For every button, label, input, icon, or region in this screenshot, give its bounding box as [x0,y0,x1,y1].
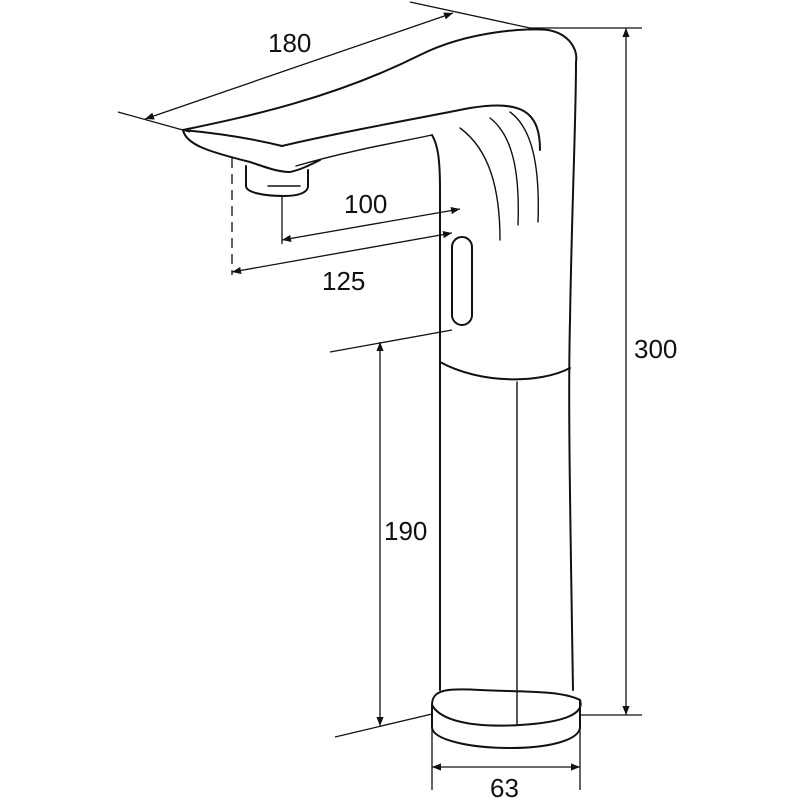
dimension-180: 180 [117,1,531,133]
sensor-window [451,236,473,326]
column-front [431,134,441,691]
base-top [431,688,582,727]
dim-label-63: 63 [490,773,519,800]
dim-line [144,12,454,120]
spout-tip [182,129,321,173]
dimension-300: 300 [530,27,677,716]
neck-curve-1 [459,127,501,241]
spout-underside [281,104,541,151]
dim-label-180: 180 [268,28,311,58]
neck-curve-3 [509,111,539,223]
ext-line [117,111,191,133]
faucet-outline [182,28,582,749]
dimension-100: 100 [281,189,461,244]
dimension-190: 190 [329,329,453,738]
ext-line [334,713,433,738]
column-back [568,319,574,691]
spout-top [182,28,578,321]
column-band [439,361,571,381]
aerator [245,165,309,197]
dimension-125: 125 [231,158,453,296]
spout-lip [182,129,283,147]
dim-label-100: 100 [344,189,387,219]
ext-line [409,1,531,29]
neck-curve-2 [489,117,519,226]
base-bottom [431,699,581,749]
ext-line [329,329,453,353]
spout-shade [295,134,433,167]
dimension-63: 63 [431,720,581,800]
dim-label-125: 125 [322,266,365,296]
dim-label-190: 190 [384,516,427,546]
dim-line [231,231,453,274]
dim-label-300: 300 [634,334,677,364]
